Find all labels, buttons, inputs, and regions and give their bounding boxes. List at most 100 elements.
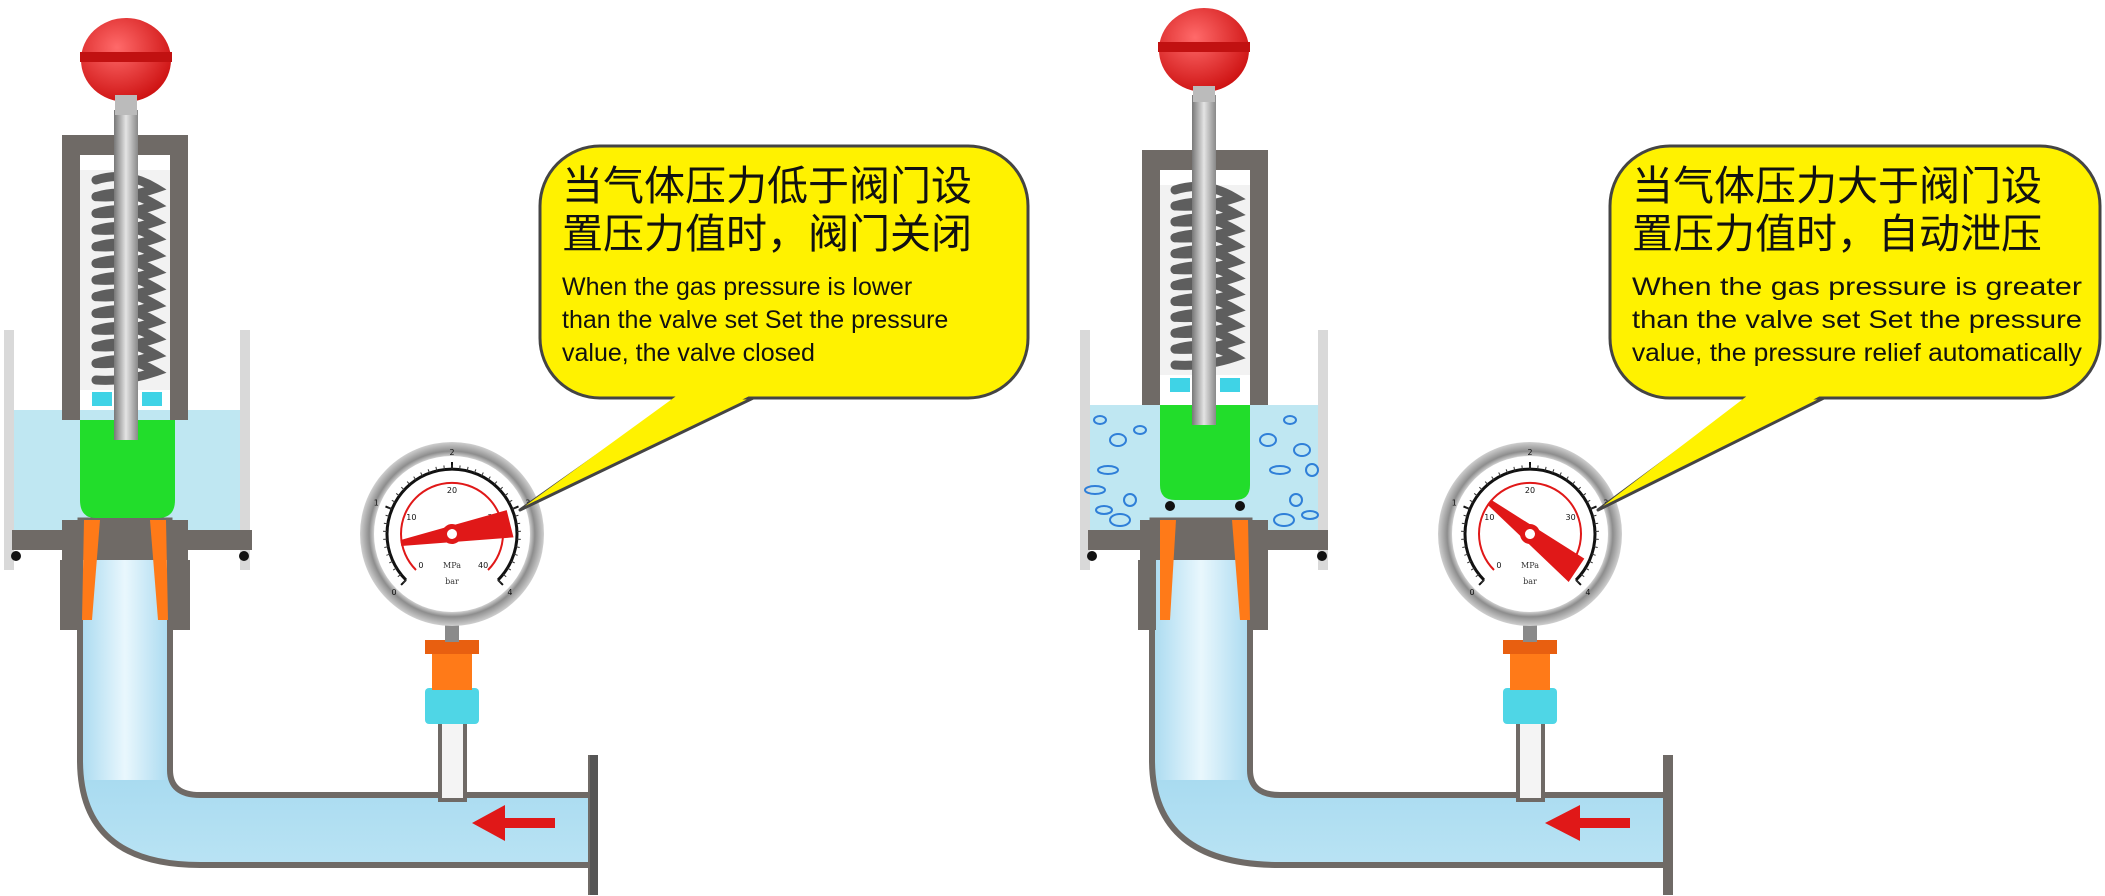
gauge-inner-label: 0: [1496, 561, 1501, 570]
gauge-minor-tick: [1591, 553, 1596, 556]
gauge-minor-tick: [502, 573, 507, 578]
gauge-minor-tick: [384, 546, 389, 548]
callout-bubble: 当气体压力大于阀门设 置压力值时，自动泄压 When the gas press…: [1596, 144, 2102, 512]
bubble: [1301, 510, 1319, 520]
bubble: [1093, 415, 1107, 425]
gauge-minor-tick: [1463, 514, 1468, 517]
valve-stem: [114, 110, 138, 440]
gauge-minor-tick: [1575, 579, 1580, 584]
gauge-needle: [400, 510, 514, 546]
bubble: [1289, 493, 1303, 507]
gauge-fitting: [425, 612, 479, 802]
gauge-minor-tick: [395, 493, 400, 497]
gauge-inner-label: 20: [1525, 486, 1535, 495]
gauge-inner-label: 20: [447, 486, 457, 495]
gauge-minor-tick: [1466, 507, 1471, 510]
cap-ball: [1158, 8, 1250, 102]
callout-en-line3: value, the pressure relief automatically: [1632, 339, 2083, 367]
gauge-inner-label: 30: [1566, 513, 1576, 522]
gauge-minor-tick: [400, 486, 405, 491]
gauge-minor-tick: [413, 476, 417, 481]
gauge-minor-tick: [1461, 522, 1466, 525]
gauge-minor-tick: [1592, 514, 1597, 517]
bubble: [1273, 513, 1295, 527]
gauge-minor-tick: [513, 553, 518, 556]
gauge-minor-tick: [1588, 560, 1593, 564]
disc-gasket-right: [142, 392, 162, 406]
gauge-minor-tick: [383, 522, 388, 525]
gauge-fitting: [1503, 612, 1557, 802]
valve-body: [1138, 501, 1268, 630]
callout-bubble: 当气体压力低于阀门设 置压力值时，阀门关闭 When the gas press…: [518, 144, 1030, 512]
callout-cn-line1: 当气体压力低于阀门设: [562, 162, 972, 210]
gas-bubbles: [1084, 415, 1319, 527]
gauge-minor-tick: [1470, 567, 1475, 571]
gauge-minor-tick: [406, 481, 411, 485]
gauge-minor-tick: [493, 481, 498, 485]
gauge-inner-label: 10: [1484, 513, 1494, 522]
bubble: [1269, 465, 1291, 475]
gauge-minor-tick: [508, 499, 513, 503]
gauge-minor-tick: [1571, 481, 1576, 485]
gauge-minor-tick: [1491, 476, 1495, 481]
gauge-minor-tick: [515, 546, 520, 548]
valve-disc: [80, 420, 175, 518]
gauge-minor-tick: [1480, 579, 1485, 584]
gauge-minor-tick: [487, 476, 491, 481]
gauge-minor-tick: [1586, 499, 1591, 503]
gauge-outer-label: 0: [1469, 588, 1474, 597]
callout-en-line2: than the valve set Set the pressure: [562, 306, 948, 334]
seal-right: [1232, 520, 1250, 620]
pressure-gauge: 00110220330440 MPa bar: [1438, 442, 1622, 626]
gauge-minor-tick: [391, 499, 396, 503]
gauge-minor-tick: [497, 579, 502, 584]
callout-cn-line2: 置压力值时，阀门关闭: [562, 210, 972, 258]
bubble: [1259, 433, 1277, 447]
gauge-unit-secondary: bar: [1523, 577, 1537, 586]
gauge-minor-tick: [1544, 466, 1547, 471]
gauge-minor-tick: [1467, 560, 1472, 564]
gauge-minor-tick: [1582, 493, 1587, 497]
gauge-minor-tick: [1505, 469, 1508, 474]
gauge-inner-label: 0: [418, 561, 423, 570]
valve-relieving-panel: 00110220330440 MPa bar 当气体压力大于阀门设 置压力值时，…: [1077, 8, 2102, 895]
gauge-minor-tick: [420, 472, 423, 477]
gauge-minor-tick: [386, 553, 391, 556]
gauge-minor-tick: [402, 579, 407, 584]
bubble: [1109, 513, 1131, 527]
callout-en-line1: When the gas pressure is greater: [1632, 273, 2082, 301]
gauge-inner-label: 40: [478, 561, 488, 570]
gauge-minor-tick: [1585, 567, 1590, 571]
gauge-minor-tick: [466, 466, 469, 471]
valve-stem: [1192, 95, 1216, 425]
gauge-minor-tick: [1552, 469, 1555, 474]
bubble: [1097, 465, 1119, 475]
bubble: [1305, 463, 1319, 477]
gauge-minor-tick: [1577, 486, 1582, 491]
gauge-minor-tick: [1469, 499, 1474, 503]
gauge-minor-tick: [504, 493, 509, 497]
bubble: [1123, 493, 1137, 507]
gauge-minor-tick: [499, 486, 504, 491]
gauge-minor-tick: [474, 469, 477, 474]
gauge-outer-label: 2: [449, 448, 454, 457]
gauge-minor-tick: [388, 507, 393, 510]
gauge-minor-tick: [435, 466, 438, 471]
gauge-outer-label: 1: [1452, 499, 1457, 508]
callout-cn-line1: 当气体压力大于阀门设: [1632, 162, 2042, 210]
gauge-unit-secondary: bar: [445, 577, 459, 586]
gauge-minor-tick: [510, 560, 515, 564]
cap-ball: [80, 18, 172, 115]
callout-en-line1: When the gas pressure is lower: [562, 273, 912, 301]
gauge-unit-primary: MPa: [1521, 561, 1539, 570]
gauge-minor-tick: [1513, 466, 1516, 471]
valve-disc: [1160, 405, 1250, 500]
gauge-minor-tick: [511, 507, 516, 510]
gauge-minor-tick: [1594, 522, 1599, 525]
bubble: [1095, 505, 1113, 515]
callout-en-line2: than the valve set Set the pressure: [1632, 306, 2082, 334]
gauge-minor-tick: [481, 472, 484, 477]
disc-gasket-left: [1170, 378, 1190, 392]
